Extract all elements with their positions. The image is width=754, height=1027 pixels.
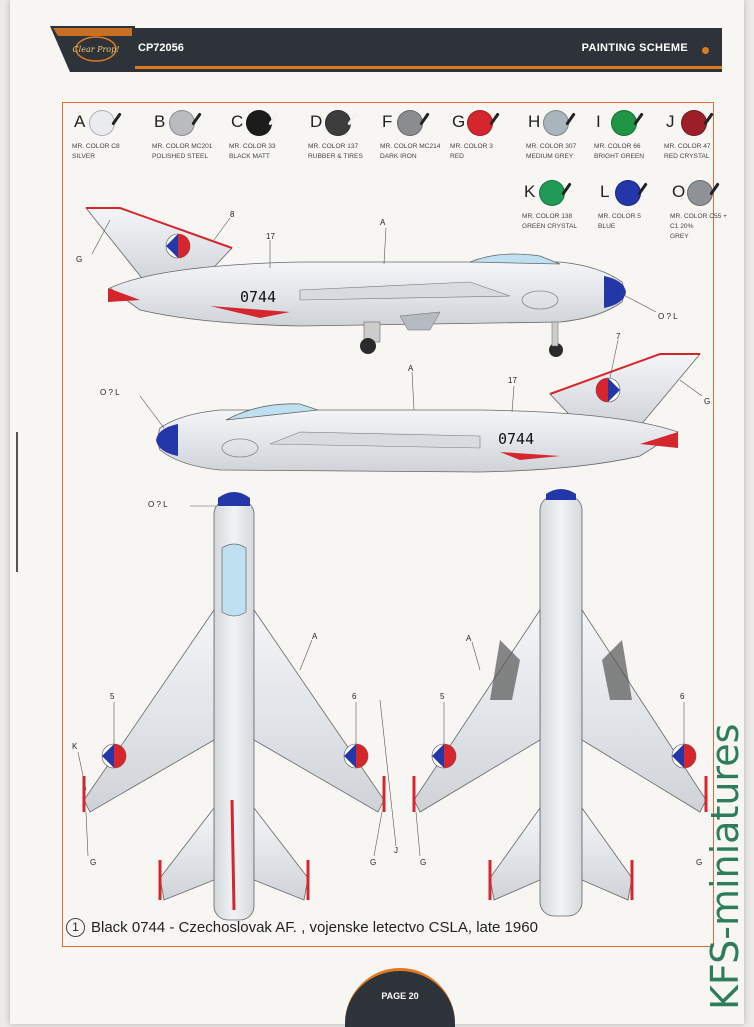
paint-circle-icon <box>681 110 714 136</box>
product-code: CP72056 <box>138 42 184 54</box>
scheme-frame <box>62 102 714 947</box>
callout-color-ol-top: O ? L <box>658 312 678 321</box>
callout-color-g-plan-bottom-right: G <box>696 858 703 867</box>
callout-decal-6-plan-bottom: 6 <box>680 692 685 701</box>
header-bar <box>100 28 722 72</box>
swatch-letter: G <box>452 112 466 131</box>
swatch-paint-name: MR. COLOR MC201 POLISHED STEEL <box>152 143 213 160</box>
paint-circle-icon <box>325 110 358 136</box>
callout-decal-17-top: 17 <box>266 232 275 241</box>
header-accent-line <box>100 66 722 69</box>
swatch-paint-name: MR. COLOR 138 GREEN CRYSTAL <box>522 213 578 230</box>
callout-decal-8: 8 <box>230 210 235 219</box>
callout-color-g-plan-bottom-left: G <box>420 858 427 867</box>
paint-circle-icon <box>611 110 644 136</box>
watermark-text: KFS-miniatures <box>703 724 747 1010</box>
callout-decal-5-plan-top: 5 <box>110 692 115 701</box>
section-title: PAINTING SCHEME <box>581 42 688 54</box>
callout-color-a-plan-bottom: A <box>466 634 472 643</box>
callout-color-ol-plan: O ? L <box>148 500 168 509</box>
side-view-starboard: 0744 <box>85 207 626 357</box>
plan-view-bottom <box>412 489 708 917</box>
callout-color-k-plan: K <box>72 742 78 751</box>
watermark: KFS-miniatures <box>703 724 747 1010</box>
paint-circle-icon <box>467 110 500 136</box>
swatch-paint-name: MR. COLOR 66 BRIGHT GREEN <box>594 143 645 160</box>
paint-circle-icon <box>169 110 202 136</box>
callout-color-g-bottom: G <box>704 397 711 406</box>
scheme-caption: 1 Black 0744 - Czechoslovak AF. , vojensk… <box>66 918 538 937</box>
swatch-letter: L <box>600 182 610 201</box>
serial-number-bottom: 0744 <box>498 430 534 448</box>
instruction-page <box>10 0 744 1024</box>
paint-circle-icon <box>89 110 122 136</box>
swatch-letter: C <box>231 112 244 131</box>
side-view-port: 0744 <box>156 353 701 473</box>
callout-color-g-top: G <box>76 255 83 264</box>
scheme-number: 1 <box>66 918 85 937</box>
paint-circle-icon <box>539 180 572 206</box>
swatch-paint-name: MR. COLOR C8 SILVER <box>72 143 120 160</box>
swatch-letter: A <box>74 112 86 131</box>
swatch-paint-name: MR. COLOR C55 + C1 20% GREY <box>670 213 727 240</box>
page-binding-line <box>16 432 18 572</box>
callout-color-j-plan: J <box>394 846 398 855</box>
brand-logo: Clear Prop! <box>50 26 135 72</box>
callout-decal-6-plan-top: 6 <box>352 692 357 701</box>
callout-decal-7: 7 <box>616 332 621 341</box>
callout-decal-5-plan-bottom: 5 <box>440 692 445 701</box>
leader-lines <box>77 217 703 857</box>
swatch-paint-name: MR. COLOR 5 BLUE <box>598 213 641 230</box>
swatch-letter: D <box>310 112 323 131</box>
callout-decal-17-bottom: 17 <box>508 376 517 385</box>
swatch-paint-name: MR. COLOR MC214 DARK IRON <box>380 143 441 160</box>
brand-logo-text: Clear Prop! <box>73 45 120 54</box>
page-number: PAGE 20 <box>381 991 419 1001</box>
paint-circle-icon <box>687 180 720 206</box>
paint-circle-icon <box>246 110 279 136</box>
swatch-paint-name: MR. COLOR 3 RED <box>450 143 493 160</box>
callout-color-g-plan-left: G <box>90 858 97 867</box>
swatch-letter: F <box>382 112 393 131</box>
swatch-letter: K <box>524 182 536 201</box>
header-dot-icon <box>702 47 709 54</box>
swatch-letter: H <box>528 112 541 131</box>
swatch-letter: B <box>154 112 166 131</box>
swatch-paint-name: MR. COLOR 47 RED CRYSTAL <box>664 143 711 160</box>
paint-circle-icon <box>615 180 648 206</box>
scheme-caption-text: Black 0744 - Czechoslovak AF. , vojenske… <box>91 919 538 936</box>
serial-number-top: 0744 <box>240 288 276 306</box>
callout-color-a-bottom: A <box>408 364 414 373</box>
callout-color-a-plan-top: A <box>312 632 318 641</box>
swatch-letter: O <box>672 182 686 201</box>
swatch-letter: J <box>666 112 675 131</box>
swatch-paint-name: MR. COLOR 33 BLACK MATT <box>229 143 276 160</box>
paint-circle-icon <box>397 110 430 136</box>
swatch-letter: I <box>596 112 601 131</box>
callout-color-ol-bottom: O ? L <box>100 388 120 397</box>
callout-color-a-top: A <box>380 218 386 227</box>
swatch-paint-name: MR. COLOR 137 RUBBER & TIRES <box>308 143 363 160</box>
paint-circle-icon <box>543 110 576 136</box>
callout-color-g-plan-right: G <box>370 858 377 867</box>
swatch-paint-name: MR. COLOR 307 MEDIUM GREY <box>526 143 577 160</box>
plan-view-top <box>82 492 386 921</box>
